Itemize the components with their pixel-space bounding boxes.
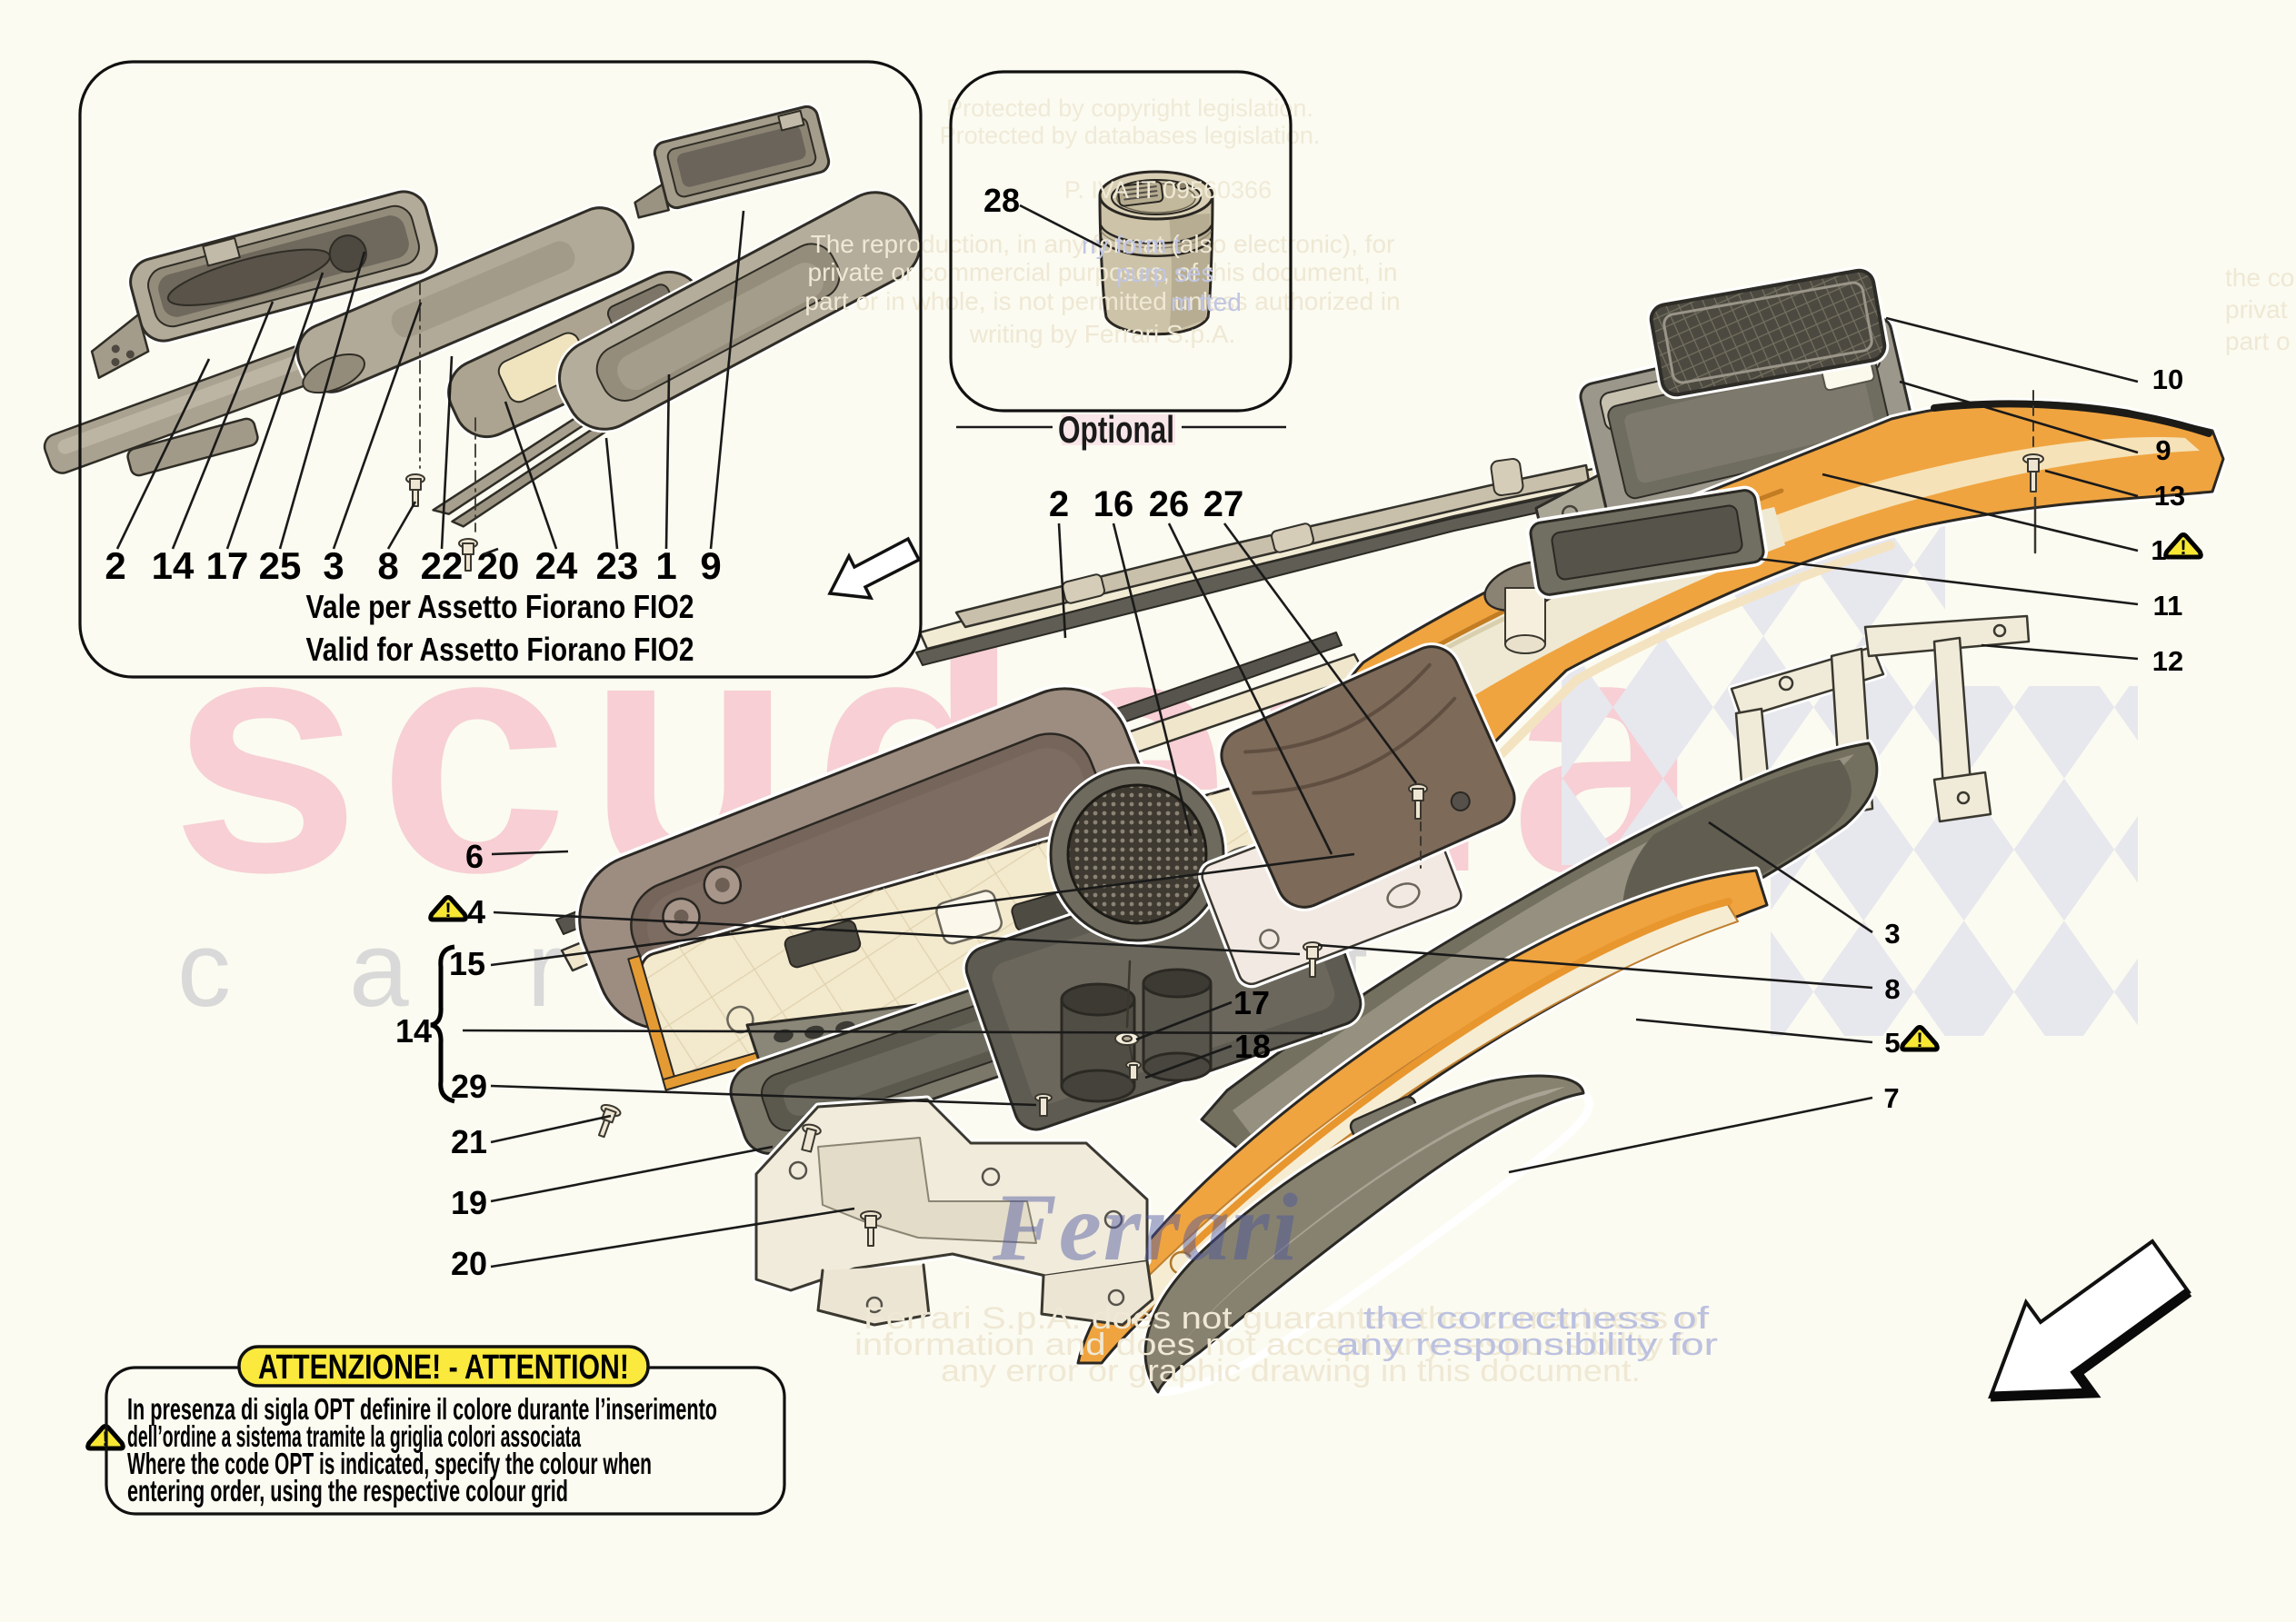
svg-text:8: 8: [377, 544, 398, 587]
svg-text:26: 26: [1149, 484, 1190, 524]
svg-text:Valid for Assetto Fiorano FIO2: Valid for Assetto Fiorano FIO2: [306, 631, 694, 668]
svg-text:the correctness of: the correctness of: [1363, 1301, 1710, 1336]
svg-text:28: 28: [983, 182, 1020, 219]
svg-text:20: 20: [477, 544, 520, 587]
svg-text:Optional: Optional: [1058, 408, 1174, 451]
svg-text:writing by Ferrari S.p.A.: writing by Ferrari S.p.A.: [969, 320, 1236, 348]
svg-text:1: 1: [2151, 534, 2166, 566]
svg-text:20: 20: [451, 1245, 487, 1282]
svg-text:17: 17: [1233, 984, 1270, 1021]
svg-text:!: !: [444, 899, 451, 921]
svg-text:ATTENZIONE! - ATTENTION!: ATTENZIONE! - ATTENTION!: [258, 1348, 629, 1387]
svg-text:the co: the co: [2225, 264, 2294, 292]
svg-text:12: 12: [2152, 645, 2183, 677]
svg-text:any responsibility for: any responsibility for: [1336, 1328, 1718, 1362]
svg-text:part o: part o: [2225, 327, 2291, 355]
svg-text:dell’ordine a sistema tramite: dell’ordine a sistema tramite la griglia…: [127, 1419, 581, 1453]
svg-text:19: 19: [451, 1184, 487, 1221]
svg-text:P. IVA IT 09560366: P. IVA IT 09560366: [1064, 176, 1272, 204]
svg-text:3: 3: [323, 544, 344, 587]
svg-text:14: 14: [395, 1012, 432, 1050]
svg-text:part or in whole, is not permi: part or in whole, is not permitted unles…: [804, 287, 1400, 315]
svg-text:In presenza di sigla OPT defin: In presenza di sigla OPT definire il col…: [127, 1392, 717, 1426]
svg-text:Vale per Assetto Fiorano FIO2: Vale per Assetto Fiorano FIO2: [306, 588, 694, 625]
svg-text:15: 15: [449, 945, 485, 982]
svg-text:Where the code OPT is indicate: Where the code OPT is indicated, specify…: [127, 1447, 652, 1480]
svg-text:!: !: [1916, 1029, 1922, 1051]
svg-text:23: 23: [596, 544, 639, 587]
svg-text:13: 13: [2154, 480, 2185, 512]
svg-text:privat: privat: [2225, 295, 2288, 323]
svg-text:14: 14: [152, 544, 195, 587]
svg-text:9: 9: [2155, 434, 2171, 466]
svg-text:Ferrari: Ferrari: [992, 1174, 1300, 1280]
svg-text:6: 6: [465, 838, 484, 875]
svg-text:2: 2: [105, 544, 125, 587]
svg-text:7: 7: [1883, 1082, 1899, 1114]
svg-text:8: 8: [1884, 973, 1900, 1005]
svg-text:Protected by copyright legisla: Protected by copyright legislation.: [946, 95, 1313, 122]
svg-text:information and does not accep: information and does not accept any resp…: [854, 1328, 1716, 1362]
svg-text:entering order, using the resp: entering order, using the respective col…: [127, 1474, 568, 1508]
svg-text:The reproduction, in any forma: The reproduction, in any format (also el…: [811, 230, 1395, 258]
svg-text:9: 9: [700, 544, 721, 587]
svg-text:21: 21: [451, 1123, 487, 1160]
svg-text:25: 25: [259, 544, 302, 587]
svg-text:3: 3: [1884, 918, 1900, 950]
svg-text:27: 27: [1203, 484, 1244, 524]
svg-text:private or commercial purposes: private or commercial purposes, of this …: [808, 258, 1398, 286]
svg-text:1: 1: [655, 544, 676, 587]
svg-text:m tted: m tted: [1171, 288, 1242, 316]
svg-text:11: 11: [2153, 590, 2183, 622]
svg-text:!: !: [2180, 536, 2186, 559]
svg-text:2: 2: [1049, 484, 1069, 524]
svg-text:4: 4: [467, 893, 485, 930]
svg-text:17: 17: [206, 544, 249, 587]
svg-text:purp ses: purp ses: [1116, 259, 1213, 287]
svg-text:any error or graphic drawing i: any error or graphic drawing in this doc…: [941, 1354, 1641, 1388]
svg-text:5: 5: [1884, 1027, 1900, 1059]
svg-text:16: 16: [1093, 484, 1134, 524]
svg-text:10: 10: [2152, 363, 2183, 395]
svg-text:24: 24: [535, 544, 578, 587]
svg-text:Ferrari S.p.A. does not guaran: Ferrari S.p.A. does not guarantee the co…: [863, 1301, 1710, 1336]
svg-text:22: 22: [421, 544, 464, 587]
svg-text:Protected by databases legisla: Protected by databases legislation.: [940, 122, 1321, 149]
svg-text:29: 29: [451, 1068, 487, 1105]
